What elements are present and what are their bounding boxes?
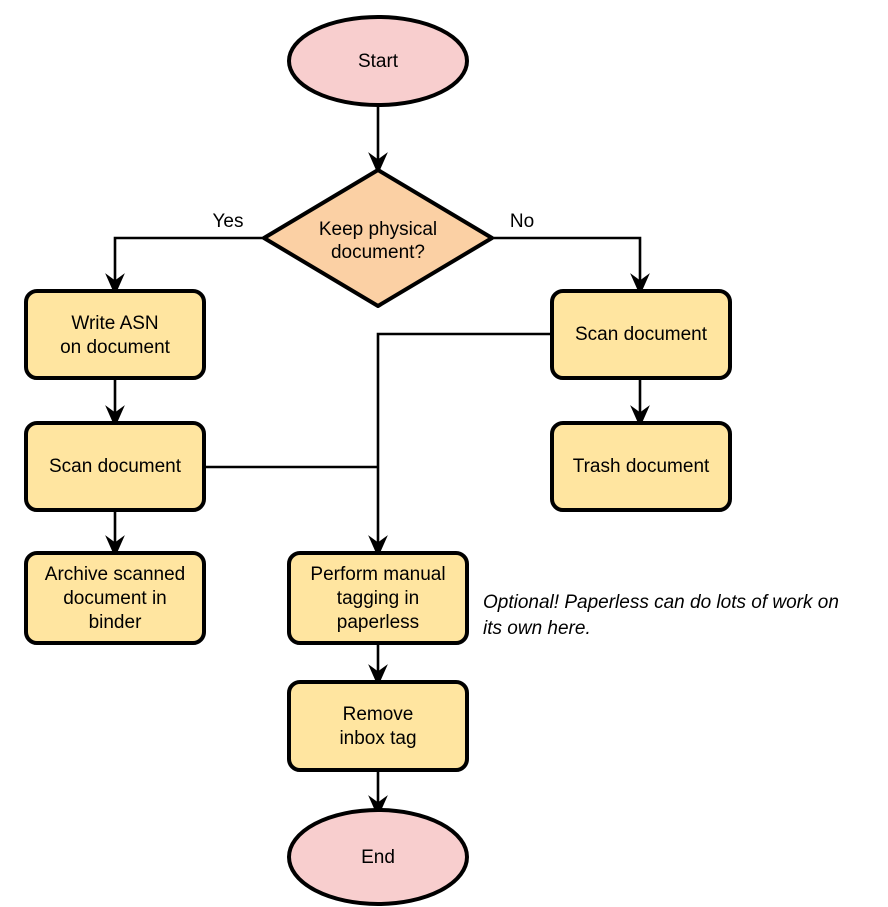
remove-inbox-label-line2: inbox tag	[339, 728, 416, 749]
node-scan-document-left[interactable]: Scan document	[24, 421, 206, 512]
node-archive-scanned-document[interactable]: Archive scanned document in binder	[24, 551, 206, 645]
annotation-line2: its own here.	[483, 618, 591, 639]
start-ellipse[interactable]	[287, 15, 469, 107]
write-asn-label-line2: on document	[60, 337, 171, 358]
archive-label-line1: Archive scanned	[45, 564, 185, 585]
edge-scan-right-to-tagging	[368, 332, 552, 558]
decision-diamond[interactable]	[262, 168, 494, 308]
decision-label-line2: document?	[331, 242, 425, 263]
end-ellipse[interactable]	[287, 808, 469, 906]
end-label: End	[361, 847, 395, 868]
archive-box[interactable]	[24, 551, 206, 645]
node-remove-inbox-tag[interactable]: Remove inbox tag	[287, 680, 469, 772]
node-trash-document[interactable]: Trash document	[550, 421, 732, 512]
node-decision-keep-physical-document[interactable]: Keep physical document?	[262, 168, 494, 308]
write-asn-box[interactable]	[24, 289, 206, 380]
remove-inbox-box[interactable]	[287, 680, 469, 772]
write-asn-label-line1: Write ASN	[71, 313, 158, 334]
node-end[interactable]: End	[287, 808, 469, 906]
annotation-line1: Optional! Paperless can do lots of work …	[483, 592, 839, 613]
node-perform-manual-tagging[interactable]: Perform manual tagging in paperless	[287, 551, 469, 645]
remove-inbox-label-line1: Remove	[343, 704, 414, 725]
scan-document-right-box[interactable]	[550, 289, 732, 380]
decision-label-line1: Keep physical	[319, 219, 437, 240]
start-label: Start	[358, 51, 399, 72]
tagging-label-line3: paperless	[337, 612, 419, 633]
tagging-label-line2: tagging in	[337, 588, 419, 609]
archive-label-line2: document in	[63, 588, 167, 609]
trash-document-label: Trash document	[573, 456, 710, 477]
connector-layer	[105, 105, 650, 818]
node-start[interactable]: Start	[287, 15, 469, 107]
scan-document-left-box[interactable]	[24, 421, 206, 512]
edge-decision-no-to-scan-right	[492, 236, 650, 296]
edge-label-no: No	[510, 211, 534, 232]
node-scan-document-right[interactable]: Scan document	[550, 289, 732, 380]
annotation-optional-note: Optional! Paperless can do lots of work …	[483, 592, 839, 639]
scan-document-left-label: Scan document	[49, 456, 182, 477]
edge-decision-yes-to-write-asn	[105, 236, 264, 296]
node-write-asn-on-document[interactable]: Write ASN on document	[24, 289, 206, 380]
trash-document-box[interactable]	[550, 421, 732, 512]
scan-document-right-label: Scan document	[575, 324, 708, 345]
tagging-label-line1: Perform manual	[310, 564, 445, 585]
edge-label-yes: Yes	[213, 211, 244, 232]
tagging-box[interactable]	[287, 551, 469, 645]
archive-label-line3: binder	[89, 612, 142, 633]
